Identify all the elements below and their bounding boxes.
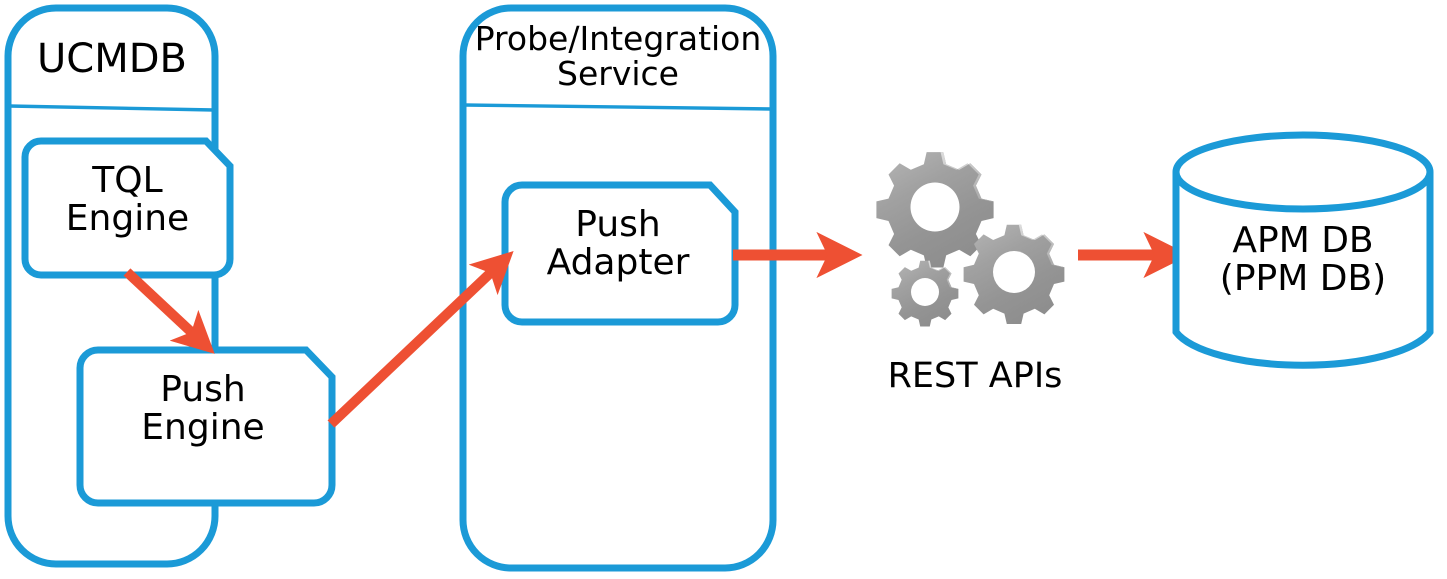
gears-icon [876,150,1065,327]
gear-large [876,150,998,271]
push-adapter-shape [501,181,739,326]
arrow-tql-engine-to-push-engine [123,268,215,354]
arrow-push-engine-to-push-adapter [327,250,514,428]
gear-small [891,260,959,327]
apm-database-shape [1172,131,1434,369]
push-engine-shape [76,346,336,507]
tql-engine-shape [21,137,234,279]
ucmdb-header-divider [8,104,215,112]
gear-medium [963,224,1065,324]
probe-header-divider [463,103,773,111]
